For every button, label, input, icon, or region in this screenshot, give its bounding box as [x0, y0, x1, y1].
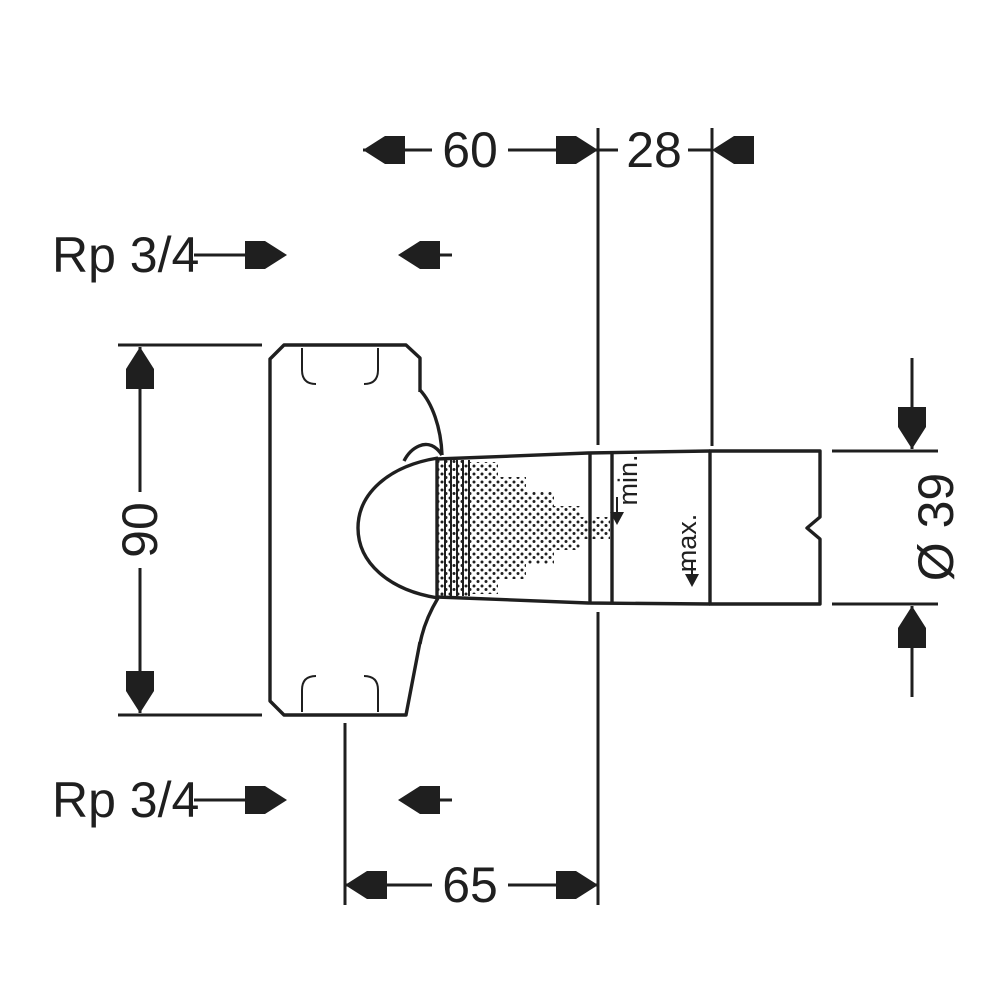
dimension-28: 28	[598, 122, 754, 178]
dim-65-label: 65	[442, 857, 498, 913]
arrow-tail-left	[385, 136, 405, 164]
arrowhead-left-outside	[712, 136, 734, 164]
extension-lines-diameter	[832, 449, 938, 606]
arrow-tail-right	[556, 136, 576, 164]
arrowhead-right-pointing	[265, 241, 287, 269]
thread-marks	[301, 348, 379, 712]
dimension-65: 65	[345, 857, 598, 913]
arrow-tail-bottom	[898, 628, 926, 648]
arrowhead-up	[126, 347, 154, 369]
depth-marks: min. max.	[610, 454, 702, 587]
dim-90-label: 90	[112, 502, 168, 558]
housing-waist-curve	[356, 456, 439, 600]
transition-curve-top	[402, 388, 444, 462]
dim-28-label: 28	[626, 122, 682, 178]
thread-bottom-label: Rp 3/4	[52, 772, 199, 828]
tee-pipe-outline	[268, 343, 422, 717]
max-arrowhead-down	[685, 574, 699, 587]
arrowhead-left-pointing	[398, 786, 420, 814]
max-label: max.	[672, 514, 702, 573]
dimension-90: 90	[112, 347, 168, 713]
arrow-tail-up	[126, 369, 154, 389]
arrow-tail	[245, 241, 265, 269]
thread-callout-top: Rp 3/4	[52, 227, 452, 283]
cartridge-bottom-edge	[436, 595, 711, 606]
thread-top-label: Rp 3/4	[52, 227, 199, 283]
transition-curve-bottom	[418, 597, 440, 645]
cartridge-division-lines	[588, 453, 614, 603]
arrowhead-left-pointing	[398, 241, 420, 269]
arrow-tail-down	[126, 671, 154, 691]
thread-callout-bottom: Rp 3/4	[52, 772, 452, 828]
dim-60-label: 60	[442, 122, 498, 178]
arrow-tail-2	[420, 786, 440, 814]
arrowhead-right	[576, 136, 598, 164]
arrowhead-down	[898, 427, 926, 449]
arrow-tail-left-outside	[734, 136, 754, 164]
extension-lines	[118, 128, 938, 905]
arrowhead-right-pointing	[265, 786, 287, 814]
protective-sleeve	[708, 449, 822, 606]
dimension-diameter-39: Ø 39	[898, 358, 964, 697]
dim-39-label: Ø 39	[908, 473, 964, 581]
arrow-tail-right	[556, 871, 576, 899]
min-arrowhead-down	[610, 512, 624, 525]
spindle-stipple-cone	[470, 462, 610, 594]
arrow-tail	[245, 786, 265, 814]
arrowhead-down	[126, 691, 154, 713]
arrow-tail-left	[367, 871, 387, 899]
dimension-60: 60	[363, 122, 598, 178]
arrowhead-left	[345, 871, 367, 899]
thread-band-fill	[438, 460, 470, 596]
arrowhead-up	[898, 606, 926, 628]
valve-body	[268, 343, 822, 717]
extension-lines-90	[118, 343, 262, 717]
cartridge-top-edge	[436, 449, 711, 461]
arrow-tail-2	[420, 241, 440, 269]
arrow-tail-top	[898, 407, 926, 427]
arrowhead-left	[363, 136, 385, 164]
thread-band-lines	[444, 460, 470, 596]
arrowhead-right	[576, 871, 598, 899]
